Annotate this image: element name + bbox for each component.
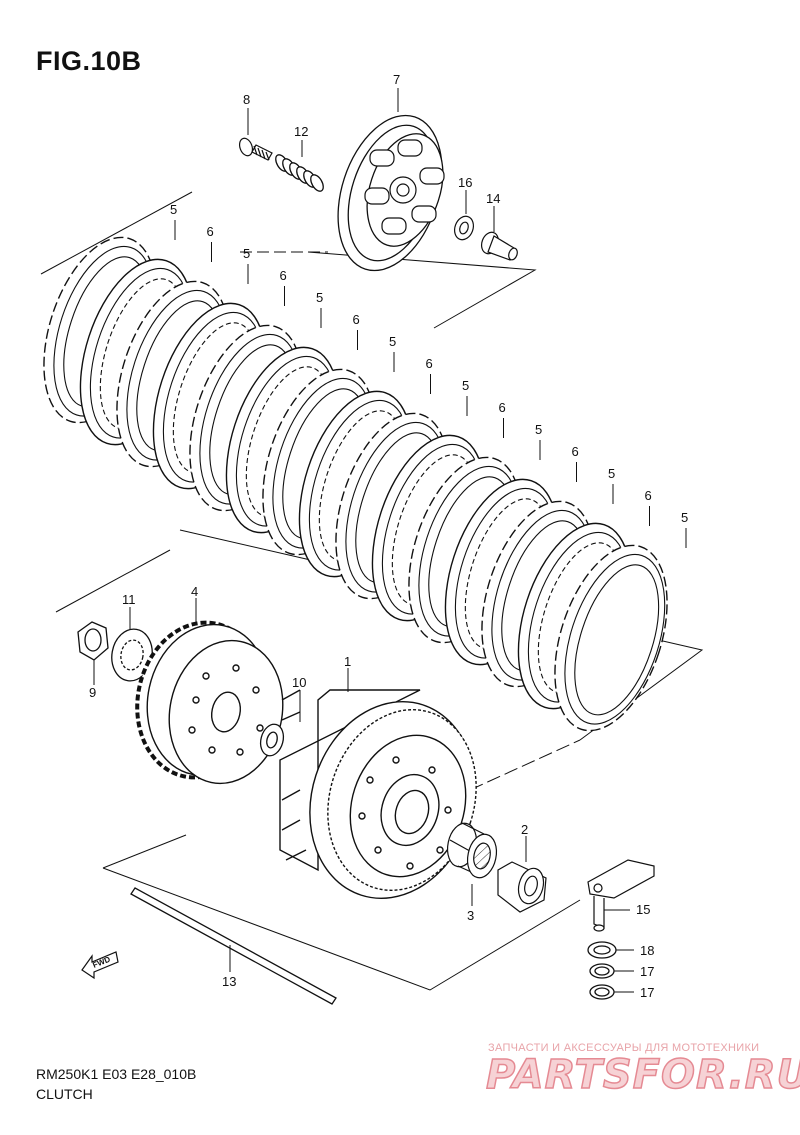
callout-5: 5 (462, 378, 469, 393)
callout-6: 6 (645, 488, 652, 503)
callout-15: 15 (636, 902, 650, 917)
callout-5: 5 (681, 510, 688, 525)
model-code: RM250K1 E03 E28_010B (36, 1066, 197, 1082)
watermark-logo: PARTSFOR.RU (485, 1051, 800, 1099)
callout-5: 5 (170, 202, 177, 217)
hub-nut (77, 621, 109, 661)
push-piece (480, 231, 518, 261)
plate-callouts: 5 6 5 6 5 6 5 6 5 6 5 6 5 6 5 (170, 202, 688, 548)
leader-lines (93, 88, 634, 993)
needle-bearing (446, 822, 498, 879)
callout-10: 10 (292, 675, 306, 690)
callout-5: 5 (316, 290, 323, 305)
callout-1: 1 (344, 654, 351, 669)
clutch-spring (275, 154, 324, 192)
callout-17a: 17 (640, 964, 654, 979)
clutch-sleeve-hub (135, 620, 284, 785)
callout-5: 5 (243, 246, 250, 261)
callout-6: 6 (426, 356, 433, 371)
callout-12: 12 (294, 124, 308, 139)
callout-6: 6 (207, 224, 214, 239)
callout-14: 14 (486, 191, 500, 206)
release-camshaft (587, 859, 655, 932)
callout-11: 11 (122, 592, 136, 607)
callout-4: 4 (191, 584, 198, 599)
o-ring-lower (589, 984, 615, 1000)
callout-6: 6 (280, 268, 287, 283)
o-ring-upper (589, 963, 615, 979)
bolt (238, 137, 273, 161)
callout-17b: 17 (640, 985, 654, 1000)
callout-5: 5 (389, 334, 396, 349)
friction-plate (554, 544, 668, 732)
watermark-tagline: ЗАПЧАСТИ И АКСЕССУАРЫ ДЛЯ МОТОТЕХНИКИ (488, 1042, 760, 1054)
callout-3: 3 (467, 908, 474, 923)
callout-5: 5 (535, 422, 542, 437)
figure-title: FIG.10B (36, 46, 142, 76)
callout-9: 9 (89, 685, 96, 700)
callout-5: 5 (608, 466, 615, 481)
clutch-housing (279, 689, 477, 899)
oil-seal (587, 941, 617, 959)
lock-washer (111, 628, 153, 682)
pressure-plate (337, 114, 445, 272)
spacer (497, 861, 547, 913)
callout-2: 2 (521, 822, 528, 837)
callout-6: 6 (499, 400, 506, 415)
callout-13: 13 (222, 974, 236, 989)
callout-18: 18 (640, 943, 654, 958)
section-name: CLUTCH (36, 1086, 93, 1102)
callout-6: 6 (353, 312, 360, 327)
callout-7: 7 (393, 72, 400, 87)
callout-6: 6 (572, 444, 579, 459)
callouts: 7 8 12 16 14 4 11 9 10 1 2 3 15 18 17 17… (89, 72, 654, 1000)
push-rod (130, 887, 337, 1005)
thrust-washer (259, 723, 285, 757)
forward-arrow-icon: FWD (81, 951, 119, 980)
callout-16: 16 (458, 175, 472, 190)
clutch-plate-stack (43, 236, 668, 732)
release-bearing (453, 215, 475, 241)
callout-8: 8 (243, 92, 250, 107)
